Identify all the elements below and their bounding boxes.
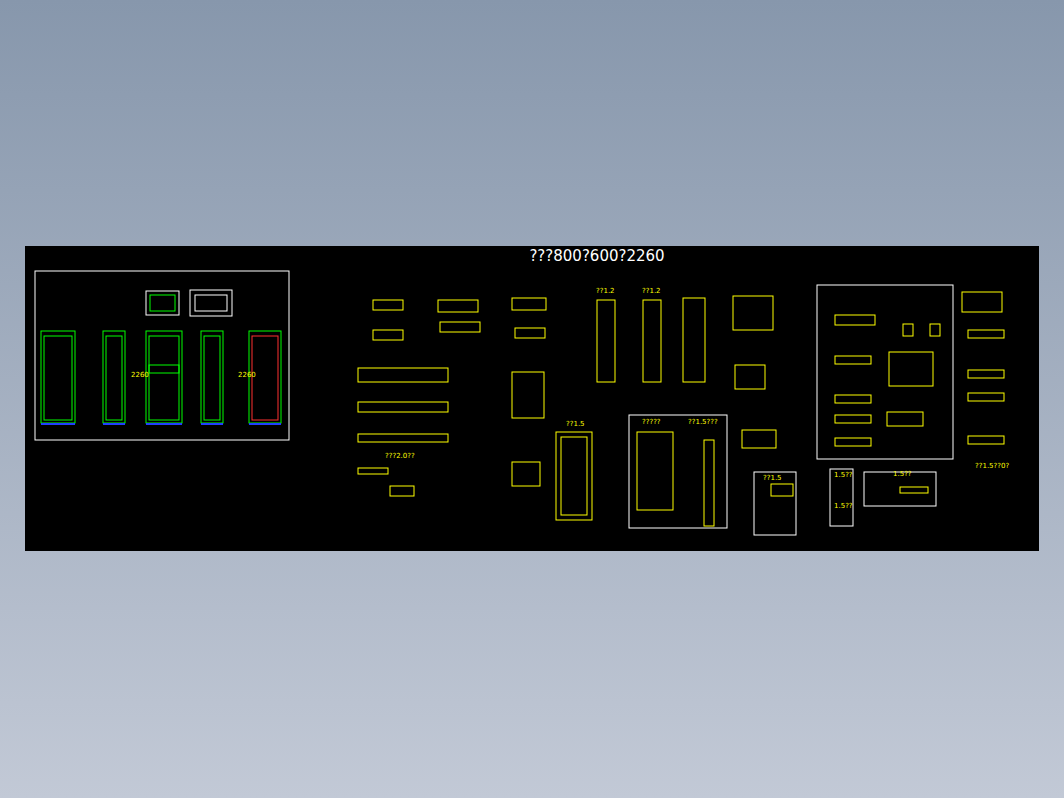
part-outline	[358, 468, 388, 474]
plinth-line	[103, 423, 125, 425]
part-outline	[149, 336, 179, 420]
part-outline	[204, 336, 220, 420]
plinth-line	[41, 423, 75, 425]
dimension-label: ??1.5??0?	[975, 463, 1009, 470]
part-outline	[735, 365, 765, 389]
dimension-label: 1.5??	[834, 503, 853, 510]
plinth-line	[146, 423, 182, 425]
part-outline	[968, 436, 1004, 444]
part-outline	[512, 372, 544, 418]
dimension-label: ?????	[642, 419, 661, 426]
part-outline	[968, 330, 1004, 338]
part-outline	[373, 330, 403, 340]
part-outline	[146, 291, 179, 315]
dimension-label: 2260	[131, 372, 149, 379]
dimension-label: ??1.2	[596, 288, 615, 295]
part-outline	[887, 412, 923, 426]
dimension-label: 1.5??	[893, 471, 912, 478]
dimension-label: ???2.0??	[385, 453, 415, 460]
part-outline	[358, 368, 448, 382]
part-outline	[515, 328, 545, 338]
part-outline	[830, 469, 853, 526]
part-outline	[190, 290, 232, 316]
dimension-label: ??1.5	[763, 475, 782, 482]
part-outline	[106, 336, 122, 420]
part-outline	[637, 432, 673, 510]
plinth-line	[249, 423, 281, 425]
part-outline	[358, 434, 448, 442]
plinth-line	[201, 423, 223, 425]
part-outline	[835, 395, 871, 403]
dimension-label: ??1.5	[566, 421, 585, 428]
part-outline	[742, 430, 776, 448]
part-outline	[903, 324, 913, 336]
part-outline	[835, 356, 871, 364]
part-outline	[704, 440, 714, 526]
part-outline	[930, 324, 940, 336]
part-outline	[561, 437, 587, 515]
part-outline	[556, 432, 592, 520]
part-outline	[440, 322, 480, 332]
part-outline	[900, 487, 928, 493]
part-outline	[771, 484, 793, 496]
part-outline	[35, 271, 289, 440]
part-outline	[512, 462, 540, 486]
part-outline	[41, 331, 75, 423]
part-outline	[968, 370, 1004, 378]
part-outline	[835, 315, 875, 325]
part-outline	[683, 298, 705, 382]
part-outline	[146, 331, 182, 423]
dimension-label: 2260	[238, 372, 256, 379]
part-outline	[968, 393, 1004, 401]
part-outline	[201, 331, 223, 423]
dimension-label: ??1.5???	[688, 419, 718, 426]
part-outline	[195, 295, 227, 311]
part-outline	[390, 486, 414, 496]
drawing-ground	[25, 246, 1039, 551]
part-outline	[643, 300, 661, 382]
part-outline	[252, 336, 278, 420]
part-outline	[103, 331, 125, 423]
part-outline	[754, 472, 796, 535]
drawing-title: ???800?600?2260	[529, 249, 664, 264]
part-outline	[149, 365, 179, 373]
part-outline	[817, 285, 953, 459]
part-outline	[512, 298, 546, 310]
part-outline	[629, 415, 727, 528]
part-outline	[835, 415, 871, 423]
part-outline	[44, 336, 72, 420]
part-outline	[962, 292, 1002, 312]
part-outline	[733, 296, 773, 330]
dimension-label: 1.5??	[834, 472, 853, 479]
part-outline	[597, 300, 615, 382]
part-outline	[889, 352, 933, 386]
part-outline	[373, 300, 403, 310]
part-outline	[864, 472, 936, 506]
part-outline	[835, 438, 871, 446]
part-outline	[150, 295, 175, 311]
dimension-label: ??1.2	[642, 288, 661, 295]
part-outline	[438, 300, 478, 312]
part-outline	[358, 402, 448, 412]
